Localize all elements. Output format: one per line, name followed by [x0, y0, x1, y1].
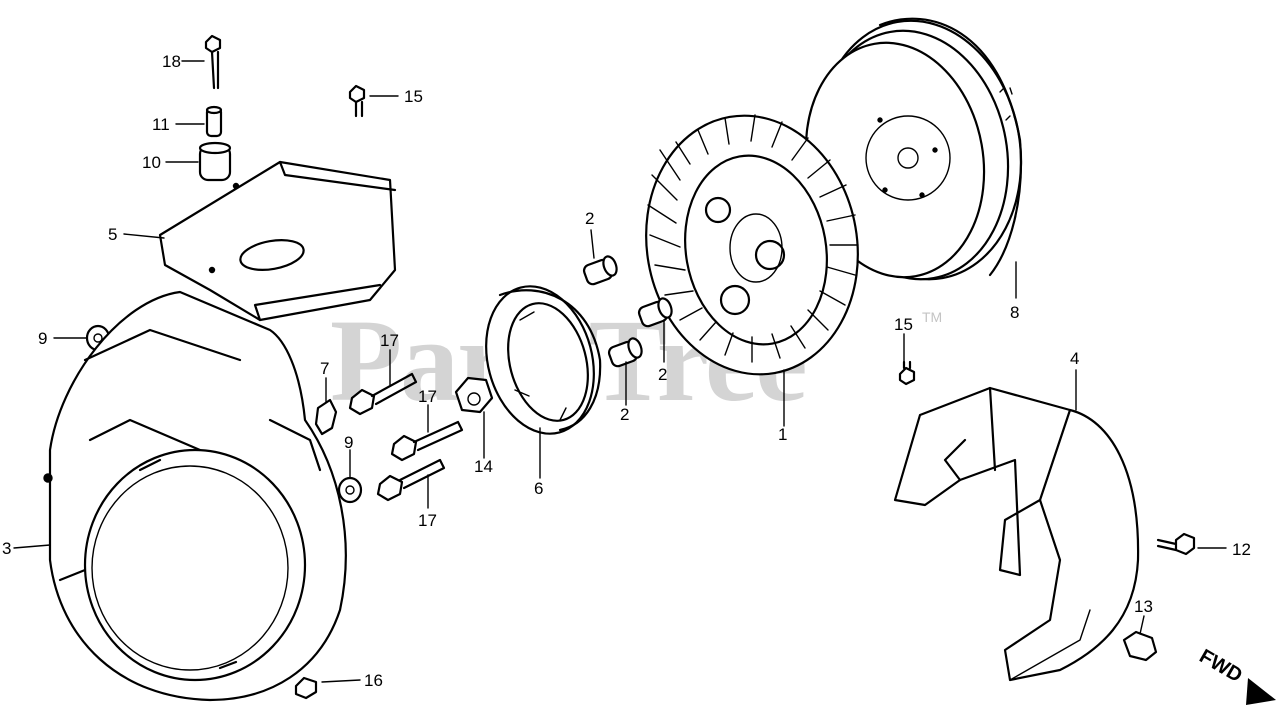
callout-12[interactable]: 12 — [1232, 540, 1251, 559]
part-11-collar[interactable] — [205, 105, 223, 138]
callout-14[interactable]: 14 — [474, 457, 493, 476]
callout-18[interactable]: 18 — [162, 52, 181, 71]
callout-17b[interactable]: 17 — [418, 387, 437, 406]
callout-16[interactable]: 16 — [364, 671, 383, 690]
part-17-bolt-a[interactable] — [348, 372, 418, 416]
part-1-cooling-fan[interactable] — [626, 99, 878, 392]
callout-15a[interactable]: 15 — [404, 87, 423, 106]
callout-10[interactable]: 10 — [142, 153, 161, 172]
callout-17c[interactable]: 17 — [418, 511, 437, 530]
fwd-arrow-icon — [1246, 678, 1276, 705]
callout-2c[interactable]: 2 — [620, 405, 629, 424]
part-16-screw[interactable] — [294, 676, 318, 700]
callout-8[interactable]: 8 — [1010, 303, 1019, 322]
part-17-bolt-c[interactable] — [376, 458, 446, 502]
callout-13[interactable]: 13 — [1134, 597, 1153, 616]
callout-9b[interactable]: 9 — [344, 433, 353, 452]
part-14-nut[interactable] — [454, 376, 494, 414]
callout-5[interactable]: 5 — [108, 225, 117, 244]
fwd-direction-indicator: FWD — [1196, 645, 1276, 705]
part-15-screw-a[interactable] — [348, 84, 366, 118]
callout-6[interactable]: 6 — [534, 479, 543, 498]
part-9-grommet-b[interactable] — [337, 476, 363, 504]
callout-2b[interactable]: 2 — [658, 365, 667, 384]
leader-lines — [13, 60, 1227, 683]
part-15-screw-b[interactable] — [898, 360, 916, 386]
fwd-label: FWD — [1196, 645, 1246, 687]
part-2-collar-a[interactable] — [582, 255, 619, 286]
part-12-bolt[interactable] — [1156, 532, 1196, 556]
callout-1[interactable]: 1 — [778, 425, 787, 444]
part-5-shroud-cover[interactable] — [158, 160, 397, 322]
callout-9a[interactable]: 9 — [38, 329, 47, 348]
callout-17a[interactable]: 17 — [380, 331, 399, 350]
callout-7[interactable]: 7 — [320, 359, 329, 378]
part-7-bracket[interactable] — [314, 398, 338, 436]
callout-15b[interactable]: 15 — [894, 315, 913, 334]
callout-2a[interactable]: 2 — [585, 209, 594, 228]
watermark-trademark: TM — [922, 309, 942, 325]
part-17-bolt-b[interactable] — [390, 420, 464, 462]
part-4-side-shroud[interactable] — [893, 386, 1140, 682]
part-13-clip[interactable] — [1122, 630, 1158, 662]
part-2-collar-b[interactable] — [637, 297, 674, 328]
part-18-bolt[interactable] — [204, 34, 222, 90]
part-10-bushing[interactable] — [198, 141, 232, 182]
callout-4[interactable]: 4 — [1070, 349, 1079, 368]
callout-3[interactable]: 3 — [2, 539, 11, 558]
part-3-fan-housing[interactable] — [43, 290, 347, 702]
callout-11[interactable]: 11 — [152, 115, 170, 134]
part-6-coil-ring[interactable] — [470, 274, 609, 446]
